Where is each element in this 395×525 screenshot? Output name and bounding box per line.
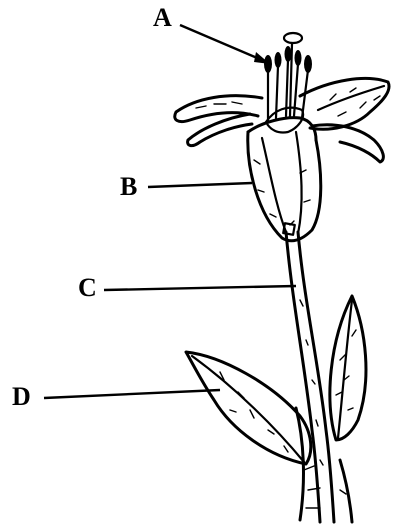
leader-line-c — [104, 286, 296, 290]
anther-4 — [295, 50, 302, 66]
leader-line-b — [148, 183, 252, 187]
leader-line-d — [44, 390, 220, 398]
anther-2 — [275, 52, 282, 68]
right-leaf — [330, 296, 366, 440]
label-d: D — [12, 382, 31, 411]
label-c: C — [78, 273, 97, 302]
stem — [286, 232, 334, 522]
stigma — [284, 33, 302, 43]
label-b: B — [120, 172, 137, 201]
flower-cup-b — [248, 118, 321, 241]
anther-1 — [264, 55, 272, 73]
labels: A B C D — [12, 3, 172, 411]
lower-leaf-d — [186, 352, 311, 464]
label-a: A — [153, 3, 172, 32]
anther-3 — [285, 46, 292, 62]
leader-line-a — [180, 25, 262, 60]
leader-lines — [44, 25, 296, 398]
anther-5 — [304, 55, 312, 73]
